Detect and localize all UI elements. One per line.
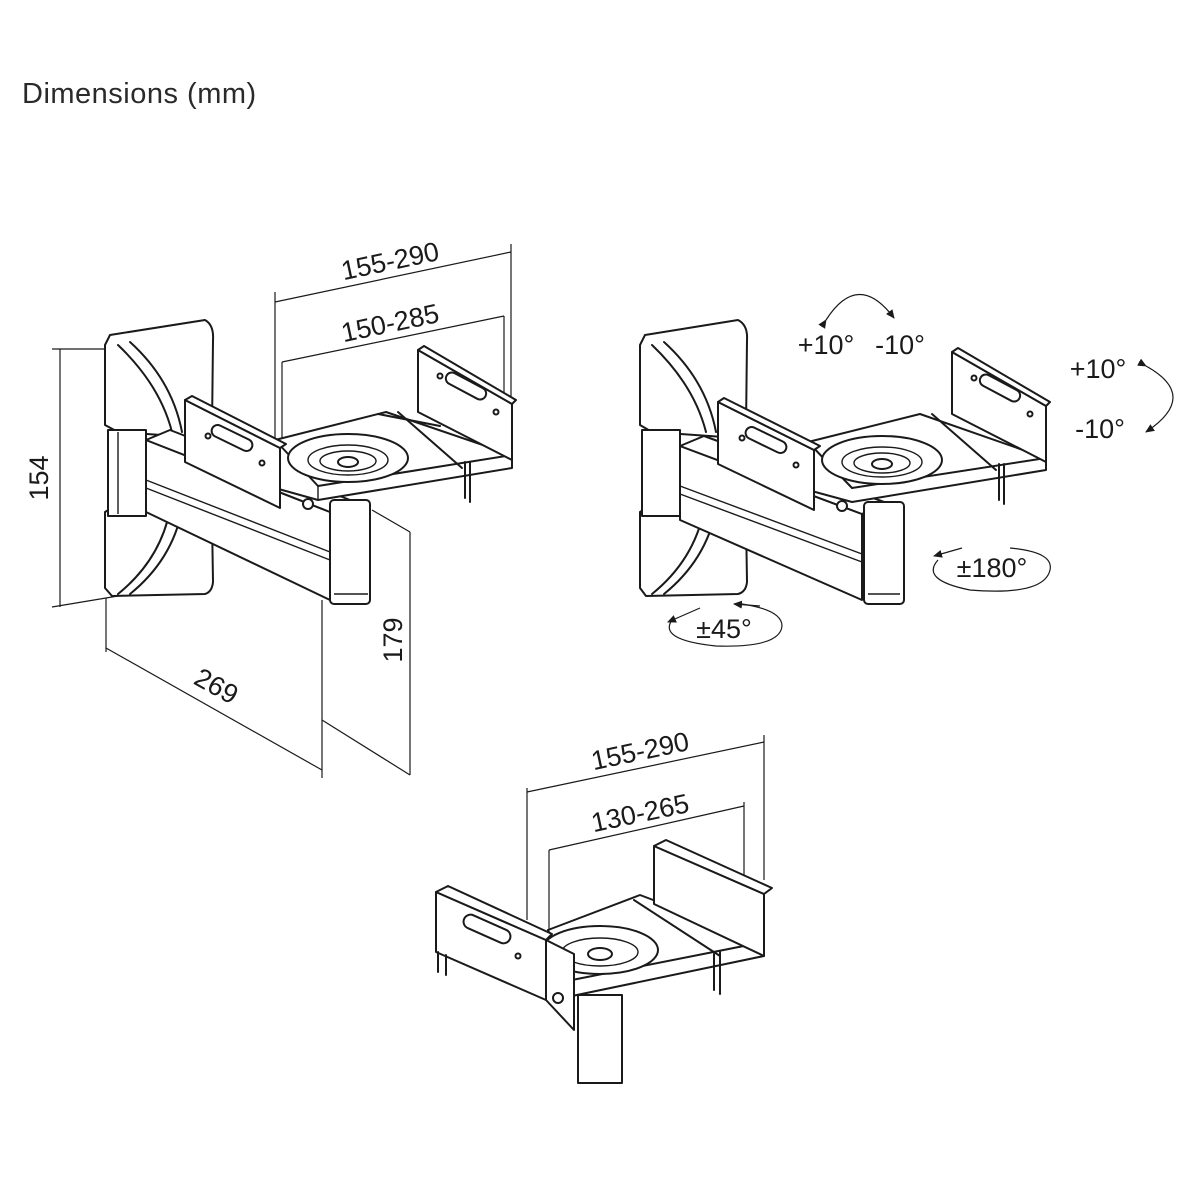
rotation-arrow-icon (818, 294, 895, 329)
left-mount-view: 155-290 150-285 154 269 179 (24, 236, 517, 778)
dim-line-outer-width (274, 251, 512, 303)
pole (329, 499, 371, 605)
label-roll-minus: -10° (1075, 414, 1125, 444)
dim-line-outer-width (526, 741, 765, 793)
wall-hinge (107, 429, 147, 517)
label-drop: 179 (378, 617, 408, 662)
dim-line-depth (105, 647, 323, 771)
label-tilt-plus: +10° (798, 330, 855, 360)
clamp-slot-front (744, 425, 788, 455)
clamp-slot-rear (444, 371, 488, 401)
dim-line-inner-width (281, 315, 505, 363)
label-swivel-wall: ±45° (696, 614, 752, 644)
ext-line-drop-top (371, 509, 411, 533)
label-height: 154 (24, 455, 54, 500)
page-title: Dimensions (mm) (22, 78, 257, 110)
rotation-arrow-icon (1137, 358, 1174, 433)
label-inner-width: 150-285 (339, 298, 442, 348)
bottom-bracket-view: 155-290 130-265 (435, 726, 773, 1084)
wall-plate-upper-curve-2 (129, 341, 183, 433)
wall-plate-upper-curve (117, 344, 173, 433)
label-outer-width: 155-290 (339, 236, 442, 286)
label-tilt-minus: -10° (875, 330, 925, 360)
rotation-arrow-icon (668, 603, 783, 647)
pole (863, 501, 905, 605)
clamp-slot-rear (978, 373, 1022, 403)
dim-line-inner-width (548, 805, 745, 851)
pole (577, 994, 623, 1084)
label-inner-width: 130-265 (589, 788, 692, 838)
label-roll-plus: +10° (1070, 354, 1127, 384)
right-mount-view: +10° -10° +10° -10° ±180° ±45° (639, 294, 1174, 647)
ext-line-height-bottom (51, 595, 119, 608)
rotation-arrow-icon (932, 547, 1051, 592)
label-depth: 269 (189, 662, 243, 710)
ext-line-drop-bottom (321, 719, 411, 776)
clamp-slot-front (210, 423, 254, 453)
clamp-slot-front (462, 913, 512, 945)
label-swivel-top: ±180° (957, 553, 1028, 583)
wall-hinge (641, 429, 681, 517)
